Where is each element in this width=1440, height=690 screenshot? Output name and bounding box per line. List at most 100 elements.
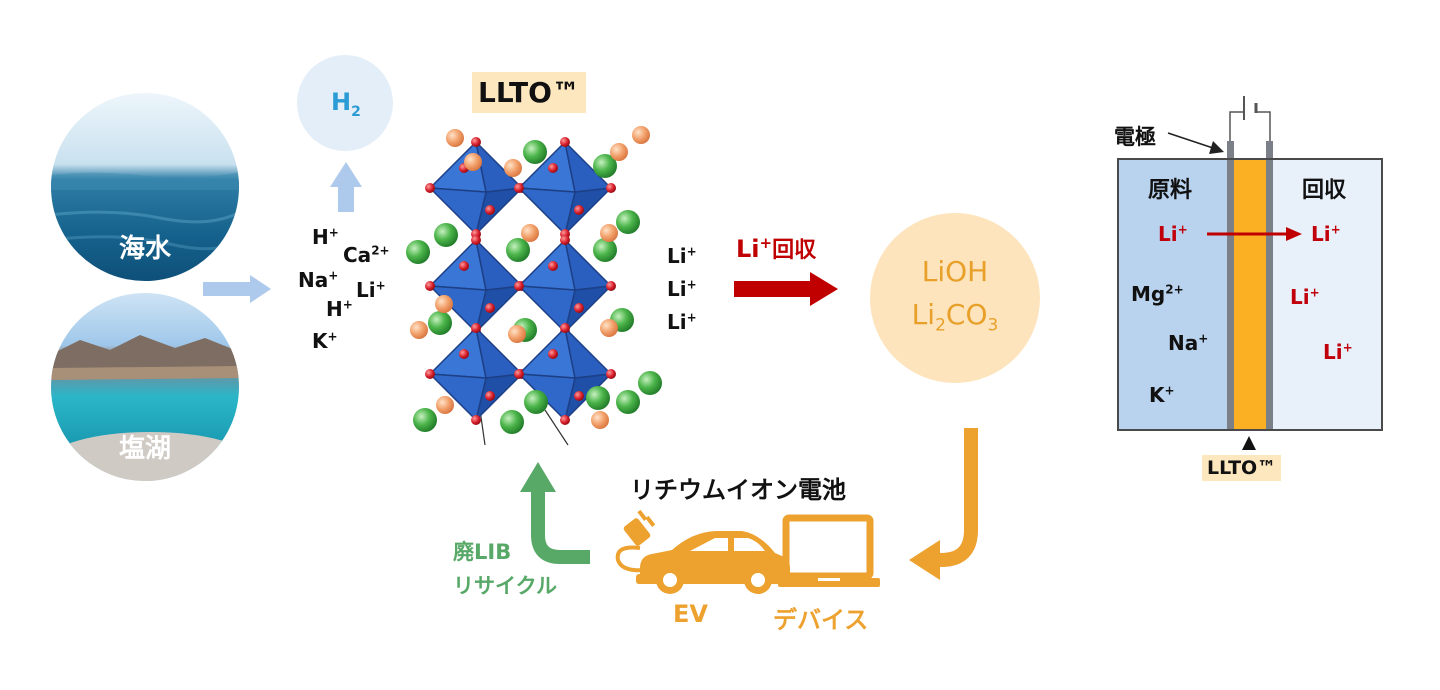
oxygen-atom	[606, 183, 616, 193]
h2-arrow	[330, 162, 362, 212]
label-recovery: 回収	[1302, 178, 1347, 203]
ev-car-icon	[636, 531, 792, 594]
cell-right-li-2: Li+	[1290, 285, 1320, 309]
recovery-label: Li+回収	[736, 234, 817, 263]
cell-left-mg: Mg2+	[1131, 282, 1184, 306]
oxygen-atom	[606, 281, 616, 291]
ion-na: Na+	[298, 268, 339, 292]
lanthanum-atom	[406, 240, 430, 264]
lithium-atom	[600, 319, 618, 337]
lithium-atom	[591, 411, 609, 429]
oxygen-atom	[606, 369, 616, 379]
lithium-atom	[521, 224, 539, 242]
oxygen-atom	[485, 205, 495, 215]
cell-outline	[1117, 158, 1383, 431]
recycle-arrowhead	[520, 462, 556, 492]
circuit-wire	[1229, 111, 1271, 141]
lithium-atom	[446, 129, 464, 147]
cell-left-li: Li+	[1158, 222, 1188, 246]
oxygen-atom	[425, 369, 435, 379]
lithium-atom	[435, 295, 453, 313]
electrode-left	[1227, 141, 1234, 430]
label-salt-lake: 塩湖	[118, 434, 171, 464]
oxygen-atom	[574, 205, 584, 215]
li-recovery-arrow	[734, 272, 838, 306]
oxygen-atom	[574, 391, 584, 401]
lithium-atom	[436, 396, 454, 414]
out-ion-li-1: Li+	[667, 244, 697, 268]
lithium-atom	[508, 325, 526, 343]
lanthanum-atom	[523, 140, 547, 164]
label-sea: 海水	[118, 234, 171, 264]
oxygen-atom	[548, 261, 558, 271]
electrode-pointer	[1167, 132, 1214, 149]
ion-h-2: H+	[326, 297, 353, 321]
h2-bubble	[297, 55, 393, 151]
oxygen-atom	[471, 235, 481, 245]
recycle-label-2: リサイクル	[453, 574, 557, 598]
lithium-atom	[464, 153, 482, 171]
lanthanum-atom	[524, 390, 548, 414]
oxygen-atom	[548, 163, 558, 173]
oxygen-atom	[514, 183, 524, 193]
oxygen-atom	[459, 261, 469, 271]
out-ion-li-3: Li+	[667, 310, 697, 334]
material-tag: LLTO™	[472, 72, 586, 113]
oxygen-atom	[574, 303, 584, 313]
electrode-pointer-head	[1209, 141, 1224, 154]
product-lioh: LiOH	[921, 255, 989, 288]
lanthanum-atom	[638, 371, 662, 395]
charging-plug-icon	[615, 509, 656, 573]
out-ion-li-2: Li+	[667, 277, 697, 301]
product-circle	[870, 213, 1040, 383]
llto-crystal-structure	[406, 126, 662, 446]
octahedron-face	[428, 373, 487, 422]
cell-left-k: K+	[1149, 383, 1175, 407]
oxygen-atom	[485, 391, 495, 401]
label-feed: 原料	[1148, 178, 1193, 203]
oxygen-atom	[560, 415, 570, 425]
lanthanum-atom	[616, 210, 640, 234]
lanthanum-atom	[616, 390, 640, 414]
lithium-atom	[610, 143, 628, 161]
sea-photo	[51, 93, 239, 281]
oxygen-atom	[560, 137, 570, 147]
oxygen-atom	[471, 415, 481, 425]
oxygen-atom	[560, 235, 570, 245]
recycle-label-1: 廃LIB	[453, 540, 512, 564]
product-to-battery-arrowhead	[909, 540, 940, 580]
lanthanum-atom	[434, 223, 458, 247]
oxygen-atom	[471, 137, 481, 147]
lanthanum-atom	[593, 238, 617, 262]
oxygen-atom	[560, 323, 570, 333]
li-transport-arrowhead	[1286, 227, 1302, 241]
octahedron-face	[517, 285, 576, 334]
membrane-pointer	[1242, 436, 1256, 450]
lithium-atom	[504, 159, 522, 177]
cell-recovery-side	[1272, 159, 1382, 430]
oxygen-atom	[425, 183, 435, 193]
product-li2co3: Li2CO3	[911, 298, 999, 336]
ion-ca: Ca2+	[343, 243, 390, 267]
lanthanum-atom	[413, 408, 437, 432]
lanthanum-atom	[506, 238, 530, 262]
lanthanum-atom	[428, 311, 452, 335]
label-ev: EV	[673, 600, 708, 628]
recycle-arrow	[531, 490, 590, 564]
lanthanum-atom	[593, 154, 617, 178]
oxygen-atom	[485, 303, 495, 313]
octahedron-face	[517, 187, 576, 236]
lanthanum-atom	[500, 410, 524, 434]
octahedron-face	[428, 187, 487, 236]
oxygen-atom	[471, 323, 481, 333]
lanthanum-atom	[586, 386, 610, 410]
lithium-atom	[600, 224, 618, 242]
ion-k: K+	[312, 329, 338, 353]
electrode-right	[1266, 141, 1273, 430]
oxygen-atom	[514, 281, 524, 291]
ion-h-1: H+	[312, 225, 339, 249]
lithium-atom	[632, 126, 650, 144]
label-h2: H2	[331, 88, 361, 120]
